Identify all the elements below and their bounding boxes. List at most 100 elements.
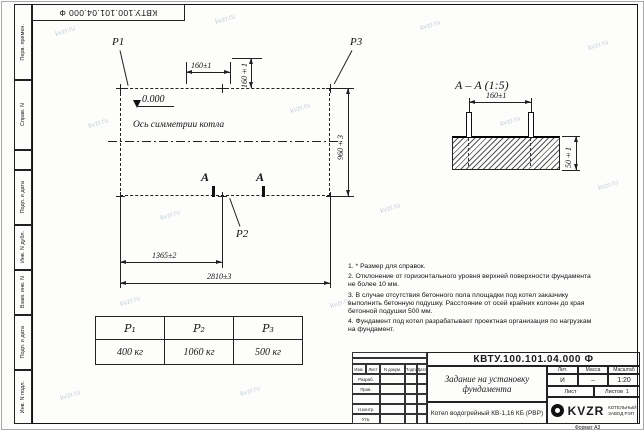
load-table-header-p3: P₃ [233, 316, 303, 340]
tb-logo-cell: KVZR КОТЕЛЬНЫЙ ЗАВОД РЭП [547, 397, 640, 424]
gear-icon [550, 404, 564, 417]
notes-block: 1. * Размер для справок. 2. Отклонение о… [348, 263, 596, 337]
section-cut-tick [212, 186, 215, 197]
frame-field-blank [14, 150, 32, 170]
dim-line-1365 [120, 259, 222, 264]
tb-col-doc: N докум. [380, 364, 405, 374]
reference-line [232, 58, 262, 59]
frame-field-vzam-inv: Взам. инв. N [14, 270, 32, 315]
column-mark [218, 192, 227, 201]
tb-cell [417, 414, 427, 424]
section-view-title: А – А (1:5) [455, 78, 509, 92]
tb-col-podp: Подп. [405, 364, 417, 374]
tb-sheet-cell: Лист [547, 386, 594, 397]
tb-sheets-cell: Листов 1 [594, 386, 640, 397]
tb-row-utv: Утв. [352, 414, 380, 424]
tb-sheets-value: 1 [625, 388, 629, 395]
tb-cell [380, 394, 405, 404]
tb-col-data: Дата [417, 364, 427, 374]
anchor-bolt [466, 112, 472, 138]
extension-line [222, 198, 223, 268]
dim-160-section-label: 160±1 [486, 91, 507, 100]
tb-blank-row [352, 358, 427, 364]
title-block-doc-number: КВТУ.100.101.04.000 Ф [427, 352, 640, 366]
elevation-label: 0.000 [142, 94, 165, 105]
tb-cell [380, 384, 405, 394]
frame-field-sprav-n: Справ. N [14, 80, 32, 150]
dim-line-50 [573, 136, 578, 170]
extension-line [562, 136, 580, 137]
extension-line [531, 98, 532, 112]
load-table-value-p2: 1060 кг [164, 339, 234, 365]
title-block-signature-grid: Изм. Лист N докум. Подп. Дата Разраб. Пр… [352, 352, 427, 424]
extension-line [330, 198, 331, 288]
dim-2810-label: 2810±3 [207, 272, 232, 281]
note-2: 2. Отклонение от горизонтального уровня … [348, 273, 591, 289]
tb-cell [405, 384, 417, 394]
tb-blank-row [352, 352, 427, 358]
tb-cell [405, 374, 417, 384]
tb-row-nkontr: Н.контр. [352, 404, 380, 414]
tb-scale-header: Масштаб [608, 366, 640, 374]
tb-col-list: Лист [366, 364, 380, 374]
extension-line [120, 198, 121, 288]
symmetry-axis-label: Ось симметрии котла [133, 120, 225, 130]
frame-field-label: Взам. инв. N [20, 276, 26, 309]
dim-160-h-label: 160±1 [191, 61, 212, 70]
bolt-embedded-line [468, 138, 469, 166]
tb-cell [417, 404, 427, 414]
foundation-section-block [452, 136, 560, 170]
tb-cell [380, 414, 405, 424]
logo-name: KVZR [567, 403, 605, 418]
frame-field-label: Инв. N подл. [20, 380, 26, 414]
tb-cell [405, 414, 417, 424]
tb-sheet-label: Лист [564, 388, 577, 395]
column-mark [326, 192, 335, 201]
dim-line-2810 [120, 280, 330, 285]
tb-col-izm: Изм. [352, 364, 366, 374]
frame-field-label: Подп. и дата [20, 181, 26, 214]
frame-field-label: Подп. и дата [20, 326, 26, 359]
dim-50-label: 50±1 [564, 147, 573, 168]
section-cut-tick [262, 186, 265, 197]
column-mark [218, 84, 227, 93]
extension-line [562, 170, 580, 171]
extension-line [469, 98, 470, 112]
title-block-product: Котел водогрейный КВ-1,16 КБ (РВР) [427, 402, 547, 424]
dim-line-160-v [248, 58, 253, 88]
tb-row-prov: Пров. [352, 384, 380, 394]
note-1: 1. * Размер для справок. [348, 263, 426, 270]
tb-scale-value: 1:20 [608, 374, 640, 386]
tb-sheets-label: Листов [605, 388, 623, 395]
tb-cell [380, 374, 405, 384]
tb-mass-value: – [578, 374, 608, 386]
dim-160-v-label: 160±1 [240, 63, 249, 88]
elevation-flag-icon [133, 100, 141, 108]
frame-field-podp-data-1: Подп. и дата [14, 170, 32, 225]
section-letter-left: А [201, 170, 210, 184]
frame-field-label: Справ. N [20, 103, 26, 127]
bolt-embedded-line [530, 138, 531, 166]
load-table-header-p2: P₂ [164, 316, 234, 340]
logo-line1: КОТЕЛЬНЫЙ [608, 405, 637, 410]
frame-field-inv-podl: Инв. N подл. [14, 370, 32, 424]
tb-cell [380, 404, 405, 414]
note-3: 3. В случае отсутствия бетонного пола пл… [348, 291, 585, 316]
tb-lit-header: Лит. [547, 366, 578, 374]
extension-line [332, 88, 354, 89]
extension-line [332, 196, 354, 197]
tb-mass-header: Масса [578, 366, 608, 374]
tb-row-blank [352, 394, 380, 404]
dim-line-960 [345, 88, 350, 196]
corner-stamp: КВТУ.100.101.04.000 Ф [32, 4, 185, 21]
corner-stamp-doc-number: КВТУ.100.101.04.000 Ф [59, 7, 158, 18]
drawing-frame [32, 4, 638, 424]
extension-line [230, 62, 231, 84]
anchor-bolt [528, 112, 534, 138]
logo-line2: ЗАВОД РЭП [608, 410, 634, 416]
note-4: 4. Фундамент под котел разрабатывает про… [348, 318, 592, 334]
column-mark [116, 192, 125, 201]
load-table-value-p1: 400 кг [95, 339, 165, 365]
frame-field-perv-primen: Перв. примен. [14, 4, 32, 80]
